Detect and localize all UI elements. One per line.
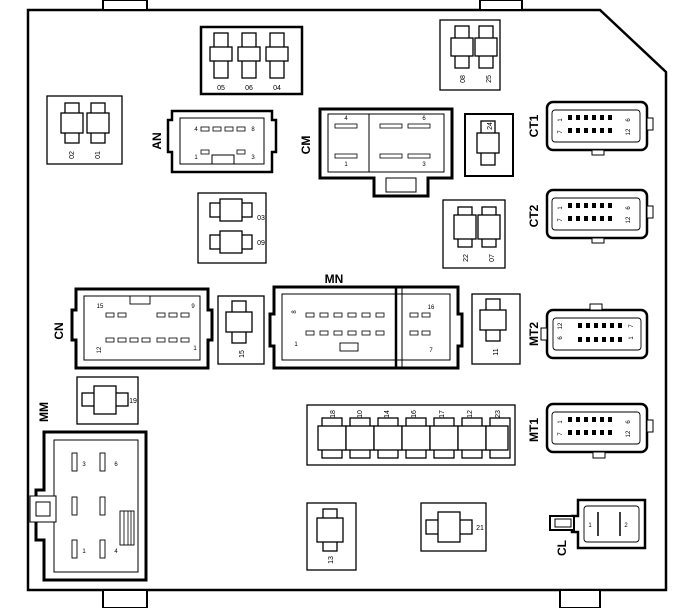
fuse-label: 10 [357, 410, 364, 418]
pin-label: 12 [97, 346, 103, 353]
pin-label: 9 [191, 304, 195, 310]
pin-label: 1 [629, 336, 635, 340]
pin-label: 1 [588, 523, 592, 529]
connector-label-an: AN [150, 132, 164, 149]
fuse-label: 18 [330, 410, 337, 418]
pin-label: 4 [344, 116, 348, 122]
pin-label: 7 [429, 348, 433, 354]
fuse-block-22-07: 22 07 [442, 199, 506, 269]
fuse-label: 12 [467, 410, 474, 418]
pin-label: 3 [422, 162, 426, 168]
fuse-label: 14 [384, 410, 391, 418]
fuse-label: 19 [129, 398, 137, 405]
pin-label: 3 [251, 155, 255, 161]
fuse-block-02-01: 02 01 [46, 95, 123, 165]
fuse-label: 21 [476, 525, 484, 532]
fuse-label: 01 [95, 151, 102, 159]
fuse-label: 05 [217, 85, 225, 92]
pin-label: 6 [422, 116, 426, 122]
pin-label: 7 [558, 432, 564, 436]
pin-label: 7 [629, 324, 635, 328]
pin-label: 7 [558, 218, 564, 222]
fuse-block-03-09: 03 09 [197, 192, 267, 264]
fuse-label: 17 [439, 410, 446, 418]
fuse-row-7: 18 10 14 16 17 12 23 [306, 404, 516, 466]
fuse-label: 07 [489, 254, 496, 262]
fuse-19: 19 [76, 376, 139, 425]
fuse-21: 21 [420, 502, 487, 552]
pin-label: 8 [251, 127, 255, 133]
pin-label: 16 [428, 305, 435, 311]
fuse-block-05-06-04: 05 06 04 [199, 25, 304, 96]
fuse-label: 24 [487, 122, 494, 130]
fuse-label: 15 [239, 350, 246, 358]
pin-label: 1 [82, 549, 86, 555]
pin-label: 7 [558, 130, 564, 134]
fuse-15: 15 [217, 295, 265, 365]
fuse-label: 11 [493, 348, 500, 355]
fuse-11: 11 [471, 293, 521, 365]
pin-label: 1 [194, 155, 198, 161]
fuse-label: 25 [486, 75, 493, 83]
connector-label-mn: MN [325, 272, 344, 286]
fuse-label: 22 [463, 254, 470, 262]
pin-label: 6 [626, 420, 632, 424]
pin-label: 2 [624, 523, 628, 529]
connector-ct2: 1 7 6 12 CT2 [527, 188, 654, 244]
fuse-24: 24 [464, 113, 514, 177]
pin-label: 15 [97, 304, 104, 310]
connector-mn: 8 16 1 7 MN [268, 272, 464, 370]
fuse-label: 13 [328, 556, 335, 564]
fuse-label: 09 [257, 240, 265, 247]
connector-cm: 4 6 1 3 CM [299, 107, 454, 198]
pin-label: 12 [558, 322, 564, 329]
pin-label: 6 [114, 462, 118, 468]
connector-label-cn: CN [52, 322, 66, 339]
pin-label: 12 [626, 216, 632, 223]
fuse-label: 06 [245, 85, 253, 92]
connector-mm: MM 3 6 1 4 [29, 402, 148, 582]
pin-label: 1 [558, 420, 564, 424]
connector-label-mt2: MT2 [527, 322, 541, 346]
pin-label: 1 [344, 162, 348, 168]
pin-label: 1 [558, 118, 564, 122]
pin-label: 3 [82, 462, 86, 468]
pin-label: 4 [114, 549, 118, 555]
connector-cl: 1 2 CL [549, 498, 647, 556]
pin-label: 6 [626, 206, 632, 210]
connector-mt2: 12 6 7 1 MT2 [527, 303, 649, 360]
fuse-label: 03 [257, 215, 265, 222]
connector-label-mm: MM [37, 402, 51, 422]
connector-label-mt1: MT1 [527, 418, 541, 442]
pin-label: 1 [558, 206, 564, 210]
connector-an: 4 8 1 3 AN [150, 109, 278, 174]
connector-label-cm: CM [299, 136, 313, 155]
fuse-13: 13 [306, 502, 357, 571]
pin-label: 12 [626, 128, 632, 135]
pin-label: 4 [194, 127, 198, 133]
pin-label: 1 [193, 346, 197, 352]
connector-cn: 15 9 12 1 CN [52, 287, 214, 370]
pin-label: 6 [626, 118, 632, 122]
pin-label: 8 [292, 310, 298, 314]
fuse-label: 02 [69, 151, 76, 159]
connector-mt1: 1 7 6 12 MT1 [527, 402, 654, 459]
connector-label-ct1: CT1 [527, 114, 541, 137]
pin-label: 12 [626, 430, 632, 437]
fuse-block-08-25: 08 25 [439, 19, 501, 91]
fuse-label: 04 [273, 85, 281, 92]
pin-label: 6 [558, 336, 564, 340]
connector-label-ct2: CT2 [527, 204, 541, 227]
fuse-label: 16 [411, 410, 418, 418]
fuse-label: 08 [460, 75, 467, 83]
connector-ct1: 1 7 6 12 CT1 [527, 100, 654, 156]
pin-label: 1 [294, 342, 298, 348]
fuse-label: 23 [495, 410, 502, 418]
connector-label-cl: CL [555, 540, 569, 556]
